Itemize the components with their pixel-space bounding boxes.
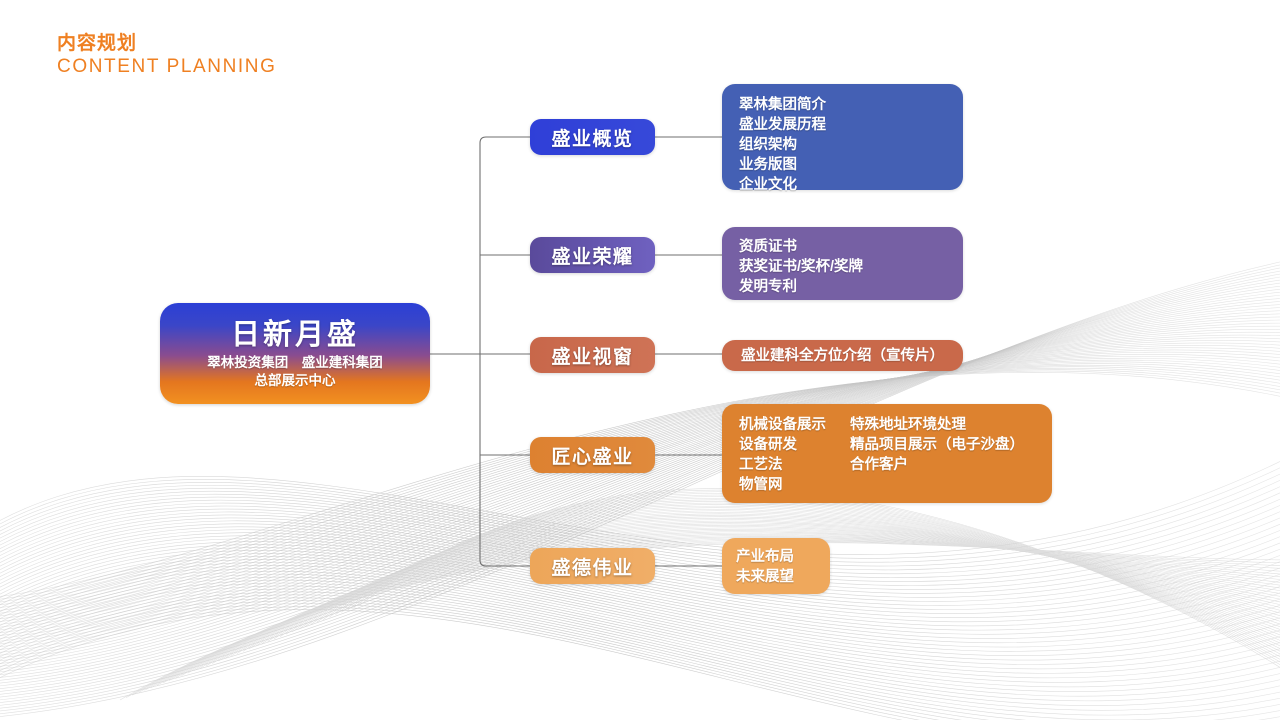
- branch-label-virtue[interactable]: 盛德伟业: [530, 548, 655, 584]
- detail-list-craft-right: 特殊地址环境处理精品项目展示（电子沙盘） 合作客户: [850, 415, 1024, 503]
- detail-panel-honor[interactable]: 资质证书获奖证书/奖杯/奖牌发明专利: [722, 227, 963, 300]
- branch-label-honor[interactable]: 盛业荣耀: [530, 237, 655, 273]
- detail-item: 获奖证书/奖杯/奖牌: [739, 259, 864, 275]
- detail-item: 资质证书: [739, 239, 797, 255]
- detail-panel-virtue[interactable]: 产业布局未来展望: [722, 538, 830, 594]
- detail-panel-overview[interactable]: 翠林集团简介盛业发展历程组织架构业务版图企业文化: [722, 84, 963, 193]
- detail-item: 业务版图: [739, 157, 797, 173]
- root-node[interactable]: 日新月盛 翠林投资集团 盛业建科集团 总部展示中心: [160, 303, 430, 404]
- branch-label-overview[interactable]: 盛业概览: [530, 119, 655, 155]
- branch-label-window[interactable]: 盛业视窗: [530, 337, 655, 373]
- detail-panel-window[interactable]: 盛业建科全方位介绍（宣传片）: [722, 340, 963, 371]
- detail-item: 特殊地址环境处理: [850, 417, 966, 433]
- detail-list-overview: 翠林集团简介盛业发展历程组织架构业务版图企业文化: [739, 95, 963, 195]
- detail-item: 产业布局: [736, 549, 794, 565]
- branch-label-craft[interactable]: 匠心盛业: [530, 437, 655, 473]
- detail-item: 企业文化: [739, 177, 797, 193]
- detail-list-window: 盛业建科全方位介绍（宣传片）: [741, 346, 944, 366]
- detail-item: 组织架构: [739, 137, 797, 153]
- detail-item: 物管网: [739, 477, 783, 493]
- detail-item: 合作客户: [850, 457, 908, 473]
- root-node-subtitle-line1: 翠林投资集团 盛业建科集团: [207, 354, 383, 370]
- detail-panel-craft[interactable]: 机械设备展示设备研发工艺法物管网 特殊地址环境处理精品项目展示（电子沙盘） 合作客…: [722, 404, 1052, 503]
- detail-item: 翠林集团简介: [739, 97, 826, 113]
- root-node-title: 日新月盛: [230, 318, 359, 351]
- detail-list-craft-left: 机械设备展示设备研发工艺法物管网: [739, 415, 826, 503]
- detail-list-virtue: 产业布局未来展望: [736, 547, 830, 587]
- detail-item: 机械设备展示: [739, 417, 826, 433]
- detail-item: 发明专利: [739, 279, 797, 295]
- detail-item: 盛业建科全方位介绍（宣传片）: [741, 347, 944, 364]
- detail-item: 精品项目展示（电子沙盘）: [850, 437, 1024, 453]
- detail-list-honor: 资质证书获奖证书/奖杯/奖牌发明专利: [739, 237, 963, 297]
- root-node-subtitle-line2: 总部展示中心: [254, 372, 336, 388]
- detail-item: 盛业发展历程: [739, 117, 826, 133]
- detail-item: 设备研发: [739, 437, 797, 453]
- page-title-cn: 内容规划: [57, 33, 138, 54]
- detail-item: 未来展望: [736, 569, 794, 585]
- root-node-subtitle: 翠林投资集团 盛业建科集团 总部展示中心: [207, 354, 383, 390]
- page-title-en: CONTENT PLANNING: [57, 56, 277, 77]
- detail-item: 工艺法: [739, 457, 783, 473]
- page-title: 内容规划 CONTENT PLANNING: [57, 33, 277, 79]
